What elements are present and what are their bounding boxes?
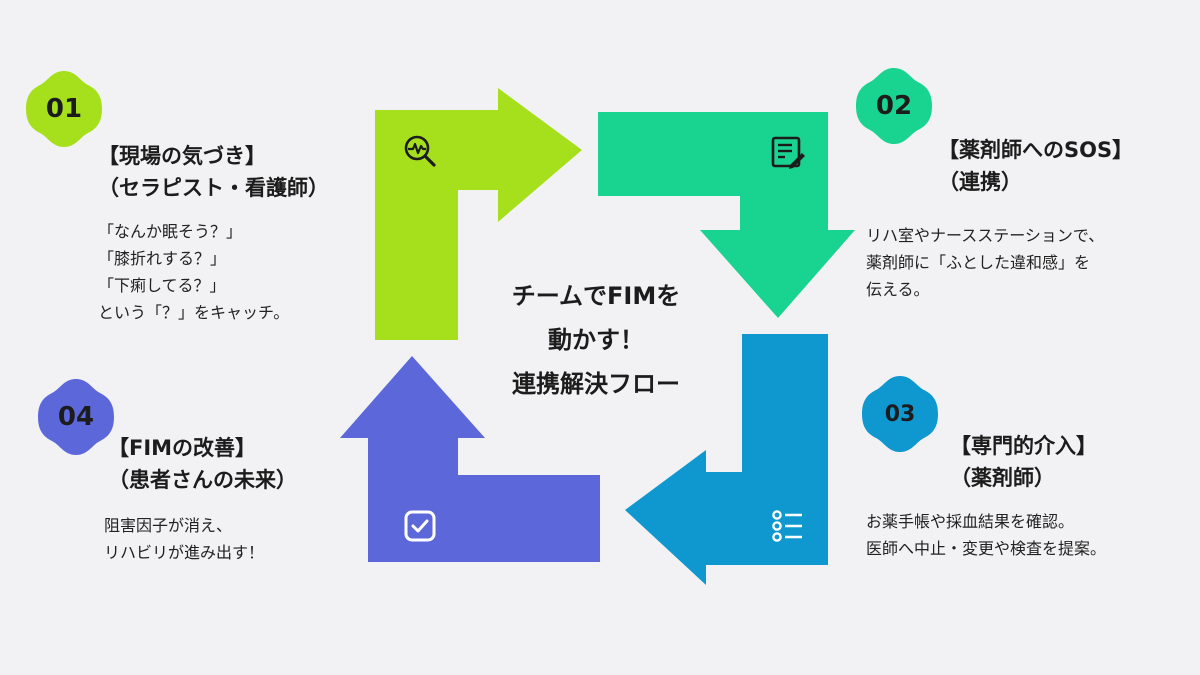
step2-title: 【薬剤師へのSOS】 （連携） (938, 134, 1133, 198)
step4-number: 04 (57, 402, 95, 432)
step4-badge: 04 (34, 375, 118, 459)
step3-body-line: 医師へ中止・変更や検査を提案。 (866, 539, 1107, 558)
badge-shape (862, 376, 938, 452)
step4-title-line: （患者さんの未来） (108, 468, 297, 492)
checkbox-icon (404, 510, 436, 542)
step2-body: リハ室やナースステーションで、 薬剤師に「ふとした違和感」を 伝える。 (866, 222, 1104, 303)
step3-title-line: （薬剤師） (950, 466, 1055, 490)
step2-number: 02 (875, 91, 913, 121)
step3-body-line: お薬手帳や採血結果を確認。 (866, 512, 1075, 531)
step4-body: 阻害因子が消え、 リハビリが進み出す！ (104, 512, 264, 566)
center-heading: チームでFIMを 動かす！ 連携解決フロー (480, 274, 712, 406)
center-heading-line: チームでFIMを (511, 282, 681, 310)
step2-badge: 02 (852, 64, 936, 148)
badge-shape (856, 68, 932, 144)
step4-body-line: リハビリが進み出す！ (104, 543, 265, 562)
step1-badge: 01 (22, 67, 106, 151)
center-heading-line: 連携解決フロー (512, 370, 680, 398)
step4-title-line: 【FIMの改善】 (108, 436, 257, 460)
step2-title-line: （連携） (938, 170, 1022, 194)
step2-body-line: リハ室やナースステーションで、 (866, 226, 1105, 245)
step1-body-line: 「下痢してる？」 (98, 276, 226, 295)
step4-title: 【FIMの改善】 （患者さんの未来） (108, 432, 297, 496)
step1-body-line: 「なんか眠そう？」 (98, 222, 243, 241)
step2-body-line: 伝える。 (866, 280, 930, 299)
step1-body-line: という「？」をキャッチ。 (98, 303, 290, 322)
step3-title: 【専門的介入】 （薬剤師） (950, 430, 1097, 494)
step1-title: 【現場の気づき】 （セラピスト・看護師） (98, 140, 329, 204)
badge-shape (26, 71, 102, 147)
checklist-icon (772, 510, 802, 542)
step1-body: 「なんか眠そう？」 「膝折れする？」 「下痢してる？」 という「？」をキャッチ。 (98, 218, 289, 326)
step3-body: お薬手帳や採血結果を確認。 医師へ中止・変更や検査を提案。 (866, 508, 1106, 562)
step1-title-line: （セラピスト・看護師） (98, 176, 329, 200)
magnifier-chart-icon (404, 135, 436, 167)
step2-title-line: 【薬剤師へのSOS】 (938, 138, 1134, 162)
step1-number: 01 (45, 94, 83, 124)
document-icon (771, 136, 805, 169)
step3-title-line: 【専門的介入】 (950, 434, 1097, 458)
badge-shape (38, 379, 114, 455)
step3-number: 03 (884, 401, 916, 427)
step4-body-line: 阻害因子が消え、 (104, 516, 233, 535)
step1-body-line: 「膝折れする？」 (98, 249, 227, 268)
step3-badge: 03 (858, 372, 942, 456)
step1-title-line: 【現場の気づき】 (98, 144, 266, 168)
step2-body-line: 薬剤師に「ふとした違和感」を (866, 253, 1091, 272)
center-heading-line: 動かす！ (548, 326, 644, 354)
arrow-step2 (598, 112, 855, 318)
arrow-step4 (340, 356, 600, 562)
